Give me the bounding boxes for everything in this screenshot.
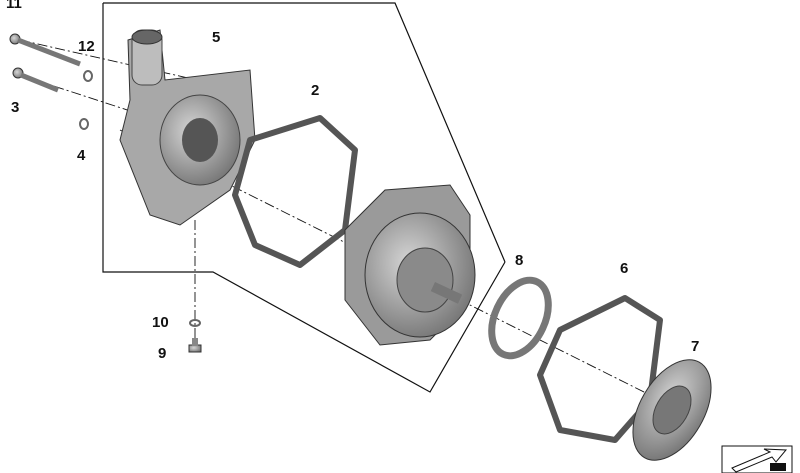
pump-housing-5[interactable] <box>119 29 256 226</box>
catalog-arrow-icon[interactable] <box>721 445 793 473</box>
callout-2[interactable]: 2 <box>311 82 320 99</box>
gasket-2[interactable] <box>232 115 358 268</box>
washer-12[interactable] <box>83 70 93 82</box>
callout-7[interactable]: 7 <box>691 338 700 355</box>
shaft-seal-8[interactable] <box>480 271 559 365</box>
seal-ring-10[interactable] <box>189 319 201 327</box>
callout-5[interactable]: 5 <box>212 29 221 46</box>
gasket-6[interactable] <box>537 295 663 443</box>
callout-3[interactable]: 3 <box>11 99 20 116</box>
callout-11[interactable]: 11 <box>6 0 22 12</box>
callout-8[interactable]: 8 <box>515 252 524 269</box>
callout-10[interactable]: 10 <box>152 314 169 331</box>
bolt-11[interactable] <box>9 33 81 67</box>
bolt-3[interactable] <box>12 67 59 93</box>
washer-4[interactable] <box>79 118 89 130</box>
assembly-frame <box>102 3 506 393</box>
callout-4[interactable]: 4 <box>77 147 86 164</box>
impeller-cover-7[interactable] <box>617 346 727 473</box>
drain-screw-9[interactable] <box>188 338 202 353</box>
callout-6[interactable]: 6 <box>620 260 629 277</box>
callout-9[interactable]: 9 <box>158 345 167 362</box>
callout-12[interactable]: 12 <box>78 38 95 55</box>
pump-body[interactable] <box>344 184 476 346</box>
